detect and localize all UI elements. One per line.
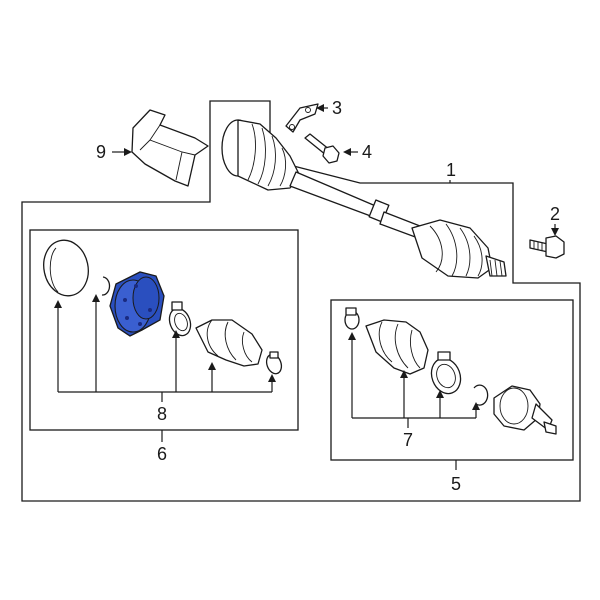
callout-1: 1 bbox=[446, 160, 456, 183]
callout-8-leaders bbox=[54, 294, 276, 402]
highlighted-hub-part[interactable] bbox=[109, 271, 165, 337]
snap-ring-right-part[interactable] bbox=[473, 384, 489, 406]
callout-6: 6 bbox=[157, 430, 167, 464]
callout-9: 9 bbox=[96, 142, 132, 162]
flange-bolt-part[interactable] bbox=[529, 235, 565, 259]
svg-text:8: 8 bbox=[157, 404, 167, 424]
axle-assembly-outline bbox=[21, 100, 581, 502]
clamp-right-part[interactable] bbox=[427, 351, 466, 398]
svg-text:6: 6 bbox=[157, 444, 167, 464]
clamp-small-left-part[interactable] bbox=[264, 351, 284, 376]
callout-4: 4 bbox=[343, 142, 372, 162]
dust-cap-part[interactable] bbox=[39, 236, 94, 300]
callout-7: 7 bbox=[403, 430, 413, 450]
outer-joint-kit-box bbox=[29, 229, 299, 431]
svg-text:7: 7 bbox=[403, 430, 413, 450]
callout-8: 8 bbox=[157, 404, 167, 424]
callout-2: 2 bbox=[550, 204, 560, 236]
svg-text:5: 5 bbox=[451, 474, 461, 494]
axle-shaft-part[interactable] bbox=[221, 119, 507, 279]
svg-text:9: 9 bbox=[96, 142, 106, 162]
callout-3: 3 bbox=[316, 98, 342, 118]
bolt-part[interactable] bbox=[304, 133, 340, 164]
inner-joint-kit-box bbox=[330, 299, 574, 461]
boot-left-part[interactable] bbox=[195, 319, 263, 367]
svg-text:1: 1 bbox=[446, 160, 456, 180]
svg-text:3: 3 bbox=[332, 98, 342, 118]
clamp-small-right-part[interactable] bbox=[344, 307, 360, 330]
clamp-left-part[interactable] bbox=[166, 301, 194, 339]
callout-5: 5 bbox=[451, 460, 461, 494]
bracket-part[interactable] bbox=[285, 103, 319, 133]
svg-text:4: 4 bbox=[362, 142, 372, 162]
boot-right-part[interactable] bbox=[365, 319, 429, 375]
callout-7-leaders bbox=[348, 332, 480, 428]
heat-shield-part[interactable] bbox=[131, 109, 209, 187]
snap-ring-left-part[interactable] bbox=[101, 276, 111, 296]
svg-text:2: 2 bbox=[550, 204, 560, 224]
inner-joint-part[interactable] bbox=[493, 385, 557, 435]
